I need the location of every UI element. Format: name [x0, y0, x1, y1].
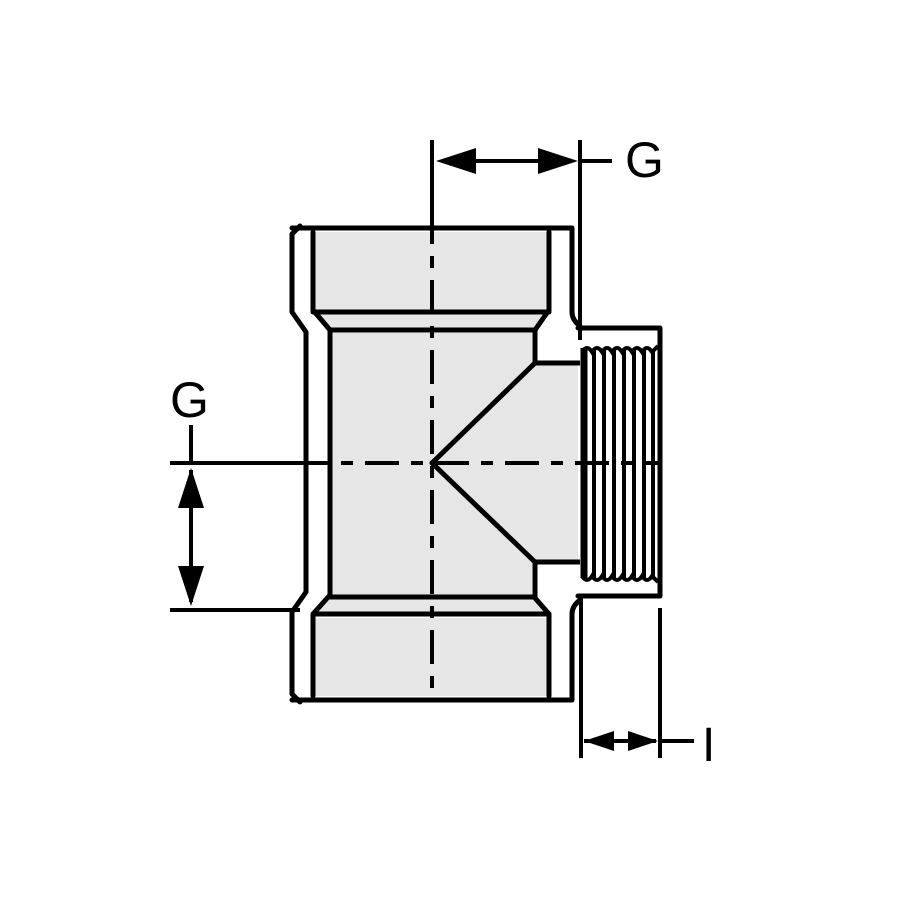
- dimension-thread-i: [579, 596, 694, 758]
- dimension-label-g-left: G: [170, 372, 209, 428]
- dimension-top-g: [436, 140, 612, 340]
- dimension-label-g-top: G: [625, 132, 664, 188]
- dimension-left-g: [170, 425, 300, 612]
- dimension-label-i: I: [702, 719, 716, 772]
- centerlines: [295, 140, 660, 700]
